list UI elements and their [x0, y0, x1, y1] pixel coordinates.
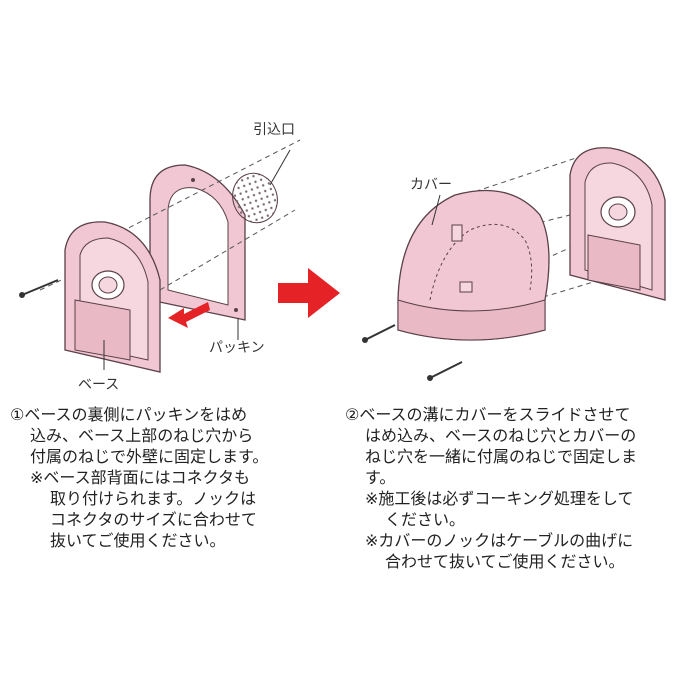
step2-note: ください。: [385, 510, 466, 529]
label-cover: カバー: [410, 177, 452, 193]
step2-line: はめ込み、ベースのねじ穴とカバーの: [365, 426, 637, 445]
step1-instructions: ①ベースの裏側にパッキンをはめ 込み、ベース上部のねじ穴から 付属のねじで外壁に…: [10, 404, 268, 551]
screw-icon: [19, 279, 59, 298]
step1-line: 付属のねじで外壁に固定します。: [30, 447, 269, 466]
step2-instructions: ②ベースの溝にカバーをスライドさせて はめ込み、ベースのねじ穴とカバーの ねじ穴…: [345, 404, 637, 572]
label-inlet: 引込口: [253, 122, 295, 138]
step2-note: 合わせて抜いてご使用ください。: [385, 552, 625, 571]
base-part-2: [569, 147, 666, 301]
inlet-disc: [232, 172, 278, 224]
direction-arrow-small: [168, 302, 210, 328]
screw-icon-2: [362, 324, 396, 343]
step1-note: 抜いてご使用ください。: [50, 531, 226, 550]
step2-note: ※施工後は必ずコーキング処理をして: [365, 489, 634, 508]
installation-illustration: [19, 139, 666, 381]
step2-line: す。: [365, 468, 396, 487]
label-packing: パッキン: [209, 340, 265, 356]
step1-line: ①ベースの裏側にパッキンをはめ: [10, 405, 248, 424]
step1-note: コネクタのサイズに合わせて: [50, 510, 257, 529]
step-arrow: [278, 268, 340, 318]
screw-icon-3: [427, 361, 463, 381]
step2-note: ※カバーのノックはケーブルの曲げに: [365, 531, 634, 550]
base-part: [64, 221, 161, 373]
packing-gasket: [149, 164, 246, 321]
step1-line: 込み、ベース上部のねじ穴から: [30, 426, 254, 445]
step2-line: ねじ穴を一緒に付属のねじで固定しま: [365, 447, 638, 466]
step2-line: ②ベースの溝にカバーをスライドさせて: [345, 405, 631, 424]
step1-note: 取り付けられます。ノックは: [50, 489, 257, 508]
label-base: ベース: [78, 377, 120, 393]
step1-note: ※ベース部背面にはコネクタも: [30, 468, 250, 487]
cover-part: [397, 189, 550, 341]
